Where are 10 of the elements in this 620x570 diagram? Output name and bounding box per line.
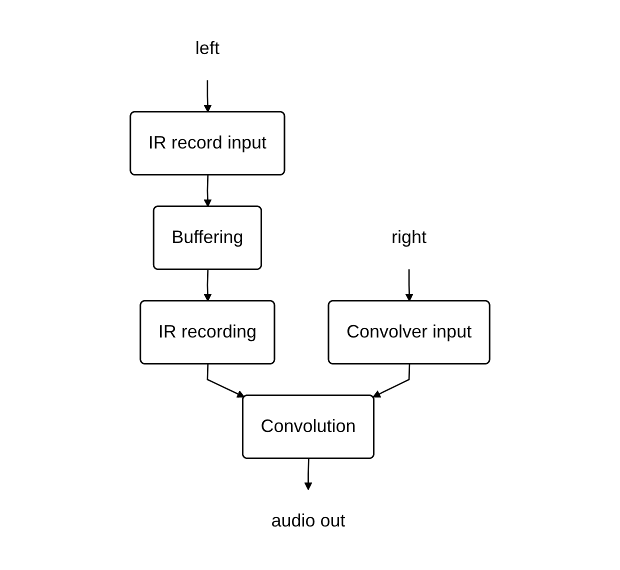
arrow xyxy=(204,175,212,208)
arrow xyxy=(204,270,212,302)
arrow xyxy=(206,364,245,398)
node-text: left xyxy=(195,38,220,59)
node-text: audio out xyxy=(271,511,346,532)
arrow xyxy=(304,458,312,490)
arrow xyxy=(372,364,410,398)
arrow xyxy=(204,80,212,113)
node-text: right xyxy=(392,228,427,248)
arrow xyxy=(405,269,414,302)
